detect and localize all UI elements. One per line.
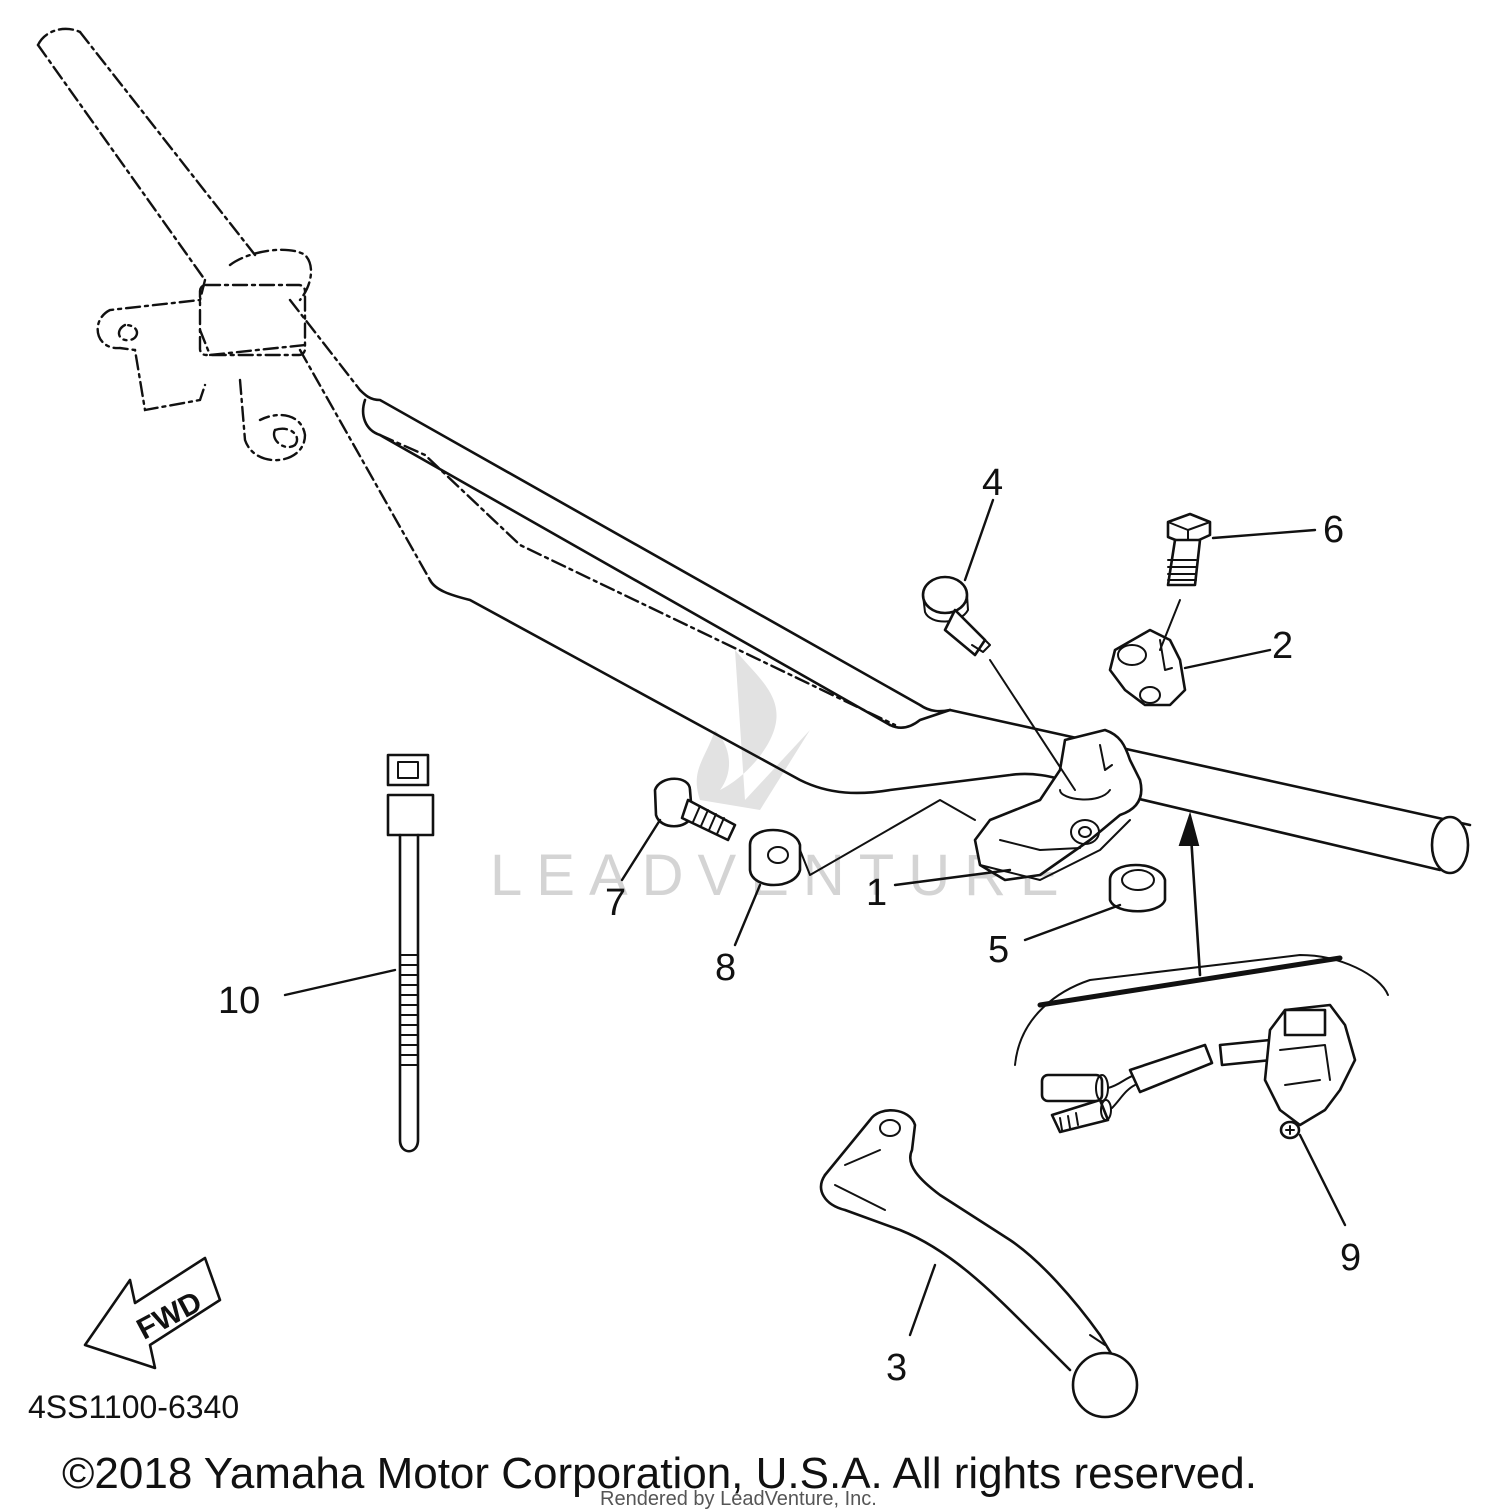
part-cable-tie-10 [386,753,435,1153]
part-code: 4SS1100-6340 [28,1389,239,1425]
part-bolt-6 [1159,512,1212,651]
part-collar-5 [1108,863,1167,913]
callout-2: 2 [1272,625,1293,667]
part-lever-3 [819,1109,1139,1419]
part-clamp [1108,628,1187,707]
callout-5: 5 [988,929,1009,971]
part-collar-8 [748,799,976,887]
callout-1: 1 [866,872,887,914]
rendered-by-notice: Rendered by LeadVenture, Inc. [600,1488,877,1510]
handlebar [36,27,1472,875]
callout-9: 9 [1340,1237,1361,1279]
copyright-notice: ©2018 Yamaha Motor Corporation, U.S.A. A… [62,1449,1257,1498]
callout-8: 8 [715,947,736,989]
callout-10: 10 [218,980,260,1022]
callout-4: 4 [982,462,1003,504]
part-lever-holder [973,728,1143,882]
callout-6: 6 [1323,509,1344,551]
leader-lines [283,498,1347,1337]
callouts: 1 2 3 4 5 6 7 8 9 10 [218,462,1361,1389]
part-pivot-bolt-4 [921,575,1076,791]
watermark-logo-icon [696,650,810,810]
fwd-arrow: FWD [83,1256,222,1370]
inset-switch-detail [1014,811,1389,1140]
part-screw-7 [653,777,737,842]
callout-3: 3 [886,1347,907,1389]
callout-7: 7 [605,882,626,924]
